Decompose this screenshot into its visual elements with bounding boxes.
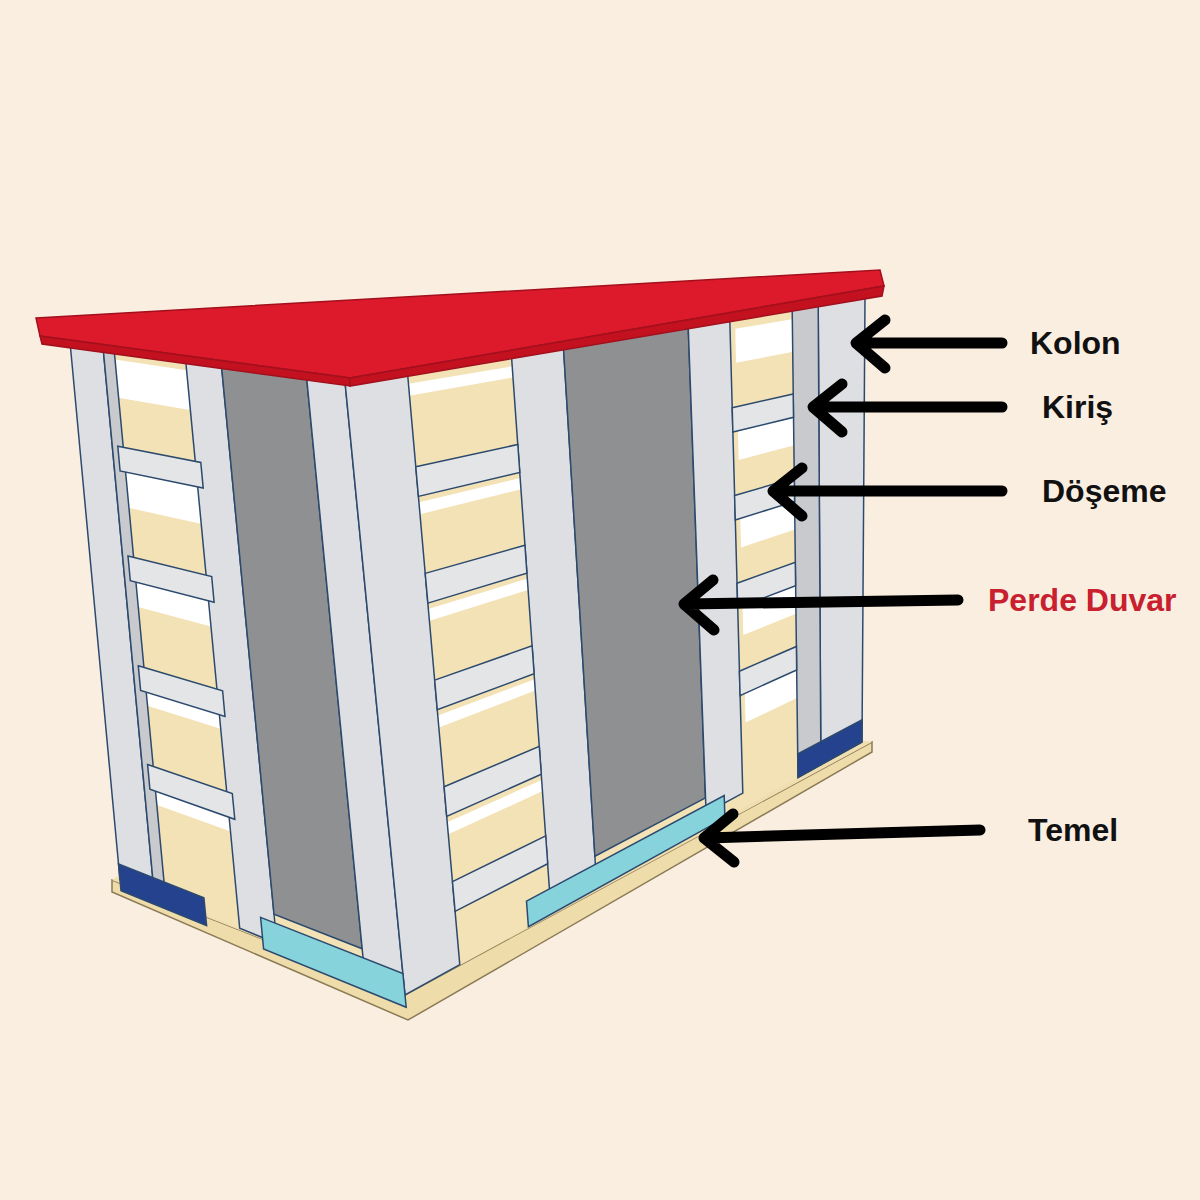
part-label: Kiriş	[1042, 391, 1113, 423]
beam	[739, 647, 796, 696]
beam	[425, 545, 527, 603]
beam	[732, 394, 793, 432]
foundation	[119, 864, 207, 926]
roof	[40, 336, 350, 386]
leader-arrow	[813, 384, 1002, 432]
beam	[128, 556, 214, 602]
part-label: Temel	[1028, 814, 1118, 846]
leader-arrow	[856, 320, 1002, 368]
foundation	[798, 720, 862, 778]
column	[818, 298, 865, 765]
leader-arrow	[684, 580, 958, 630]
column	[103, 347, 166, 899]
part-label: Kolon	[1030, 327, 1121, 359]
part-label: Döşeme	[1042, 475, 1167, 507]
part-label: Perde Duvar	[988, 584, 1177, 616]
leader-arrow	[704, 814, 980, 862]
floor-slabs	[345, 298, 865, 995]
column	[792, 306, 821, 778]
beam	[444, 746, 541, 816]
beam	[148, 765, 235, 820]
shear-wall	[563, 327, 705, 857]
beam	[435, 646, 534, 710]
roof	[350, 286, 884, 386]
leader-arrow	[773, 468, 1002, 516]
beam	[138, 666, 225, 717]
beam	[118, 446, 203, 488]
beam	[416, 445, 520, 497]
foundation	[261, 917, 407, 1007]
column	[688, 320, 743, 813]
foundation	[527, 796, 725, 927]
